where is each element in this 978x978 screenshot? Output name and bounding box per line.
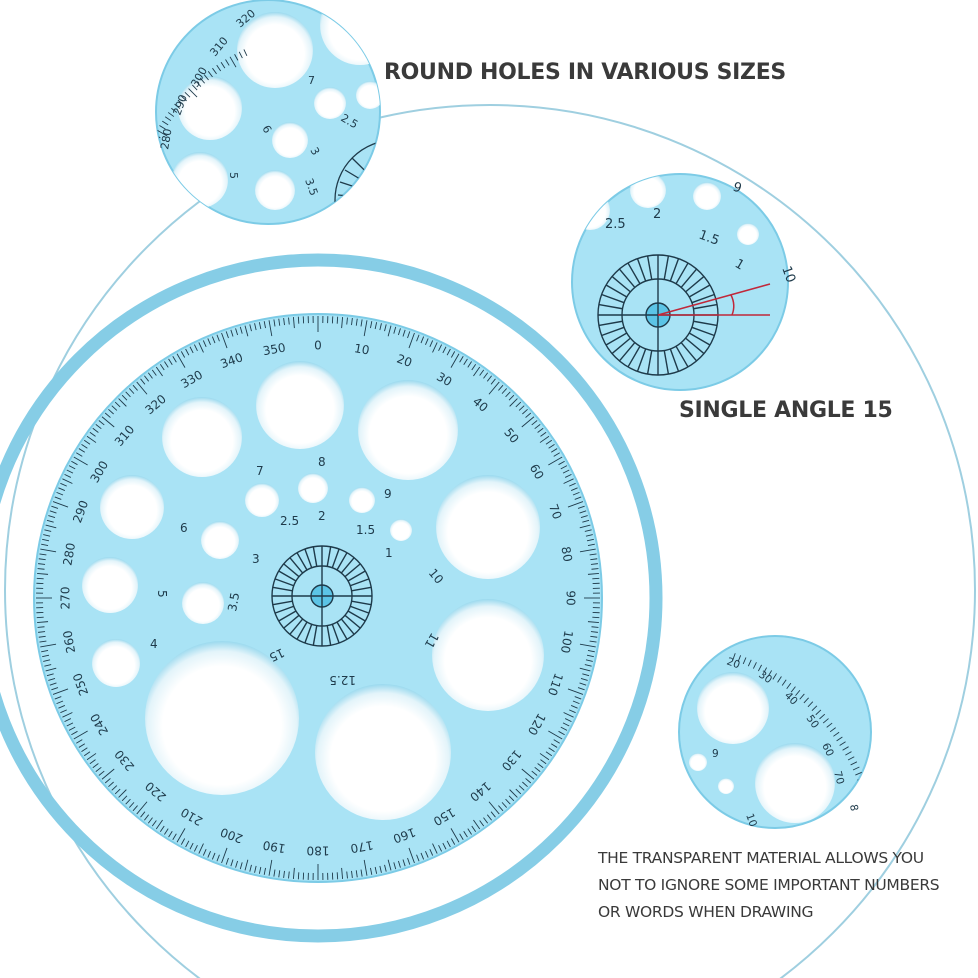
hole-label: 5 bbox=[155, 590, 169, 598]
inset-label: 1.5 bbox=[697, 228, 722, 249]
hole-label: 15 bbox=[267, 645, 287, 664]
inset-label: 3.5 bbox=[302, 177, 320, 198]
round-holes bbox=[82, 361, 544, 820]
hole-label: 3 bbox=[252, 552, 260, 566]
inset-label: 8 bbox=[847, 803, 860, 812]
caption-line: NOT TO IGNORE SOME IMPORTANT NUMBERS bbox=[598, 876, 940, 894]
hole-label: 7 bbox=[256, 464, 264, 478]
hole-label: 9 bbox=[384, 487, 392, 501]
angle-indicator bbox=[657, 283, 771, 316]
svg-text:20: 20 bbox=[395, 352, 414, 370]
inset-label: 2.5 bbox=[605, 217, 626, 232]
svg-text:170: 170 bbox=[349, 838, 374, 856]
svg-text:30: 30 bbox=[434, 369, 454, 389]
inset-label: 7 bbox=[308, 74, 315, 87]
svg-text:10: 10 bbox=[353, 341, 370, 357]
hole-label: 2.5 bbox=[280, 514, 299, 528]
inset-single-angle: 2.5 2 1.5 1 9 10 bbox=[571, 173, 798, 391]
hole-label: 6 bbox=[180, 521, 188, 535]
svg-text:60: 60 bbox=[527, 462, 547, 482]
hole-label: 1.5 bbox=[356, 523, 375, 537]
inset-transparent: 20 30 40 50 60 70 8 9 10 bbox=[678, 635, 872, 829]
hole-label: 2 bbox=[318, 509, 326, 523]
svg-text:80: 80 bbox=[558, 545, 574, 562]
angle-wheel bbox=[271, 545, 373, 647]
svg-text:270: 270 bbox=[59, 587, 73, 610]
hole-label: 8 bbox=[318, 455, 326, 469]
hole-label: 4 bbox=[150, 637, 158, 651]
inset-label: 280 bbox=[158, 128, 174, 151]
inset-label: 10 bbox=[743, 812, 759, 829]
inset-label: 2 bbox=[653, 207, 661, 222]
svg-text:0: 0 bbox=[314, 339, 322, 353]
hole-label: 12.5 bbox=[329, 673, 356, 687]
outer-ring bbox=[0, 253, 663, 943]
caption-line: THE TRANSPARENT MATERIAL ALLOWS YOU bbox=[598, 849, 924, 867]
svg-text:190: 190 bbox=[262, 838, 287, 856]
connector-arc bbox=[4, 104, 976, 978]
inset-label: 10 bbox=[778, 264, 798, 285]
svg-text:260: 260 bbox=[60, 629, 78, 654]
inset-label: 20 bbox=[725, 656, 742, 672]
hole-label: 3.5 bbox=[225, 591, 242, 612]
svg-text:350: 350 bbox=[262, 340, 287, 358]
inset-label: 60 bbox=[819, 741, 836, 758]
inset-round-holes: 280 290 300 310 320 7 6 5 3 3.5 2.5 bbox=[155, 0, 381, 225]
svg-text:90: 90 bbox=[564, 590, 578, 605]
degree-ticks bbox=[36, 316, 600, 880]
svg-text:70: 70 bbox=[546, 502, 564, 521]
hole-size-labels: 7 8 9 2.5 2 1.5 1 10 6 3 3.5 5 4 11 15 1… bbox=[150, 455, 446, 687]
svg-text:280: 280 bbox=[60, 542, 78, 567]
caption-line: OR WORDS WHEN DRAWING bbox=[598, 903, 814, 921]
inset-label: 70 bbox=[831, 770, 846, 786]
inset-label: 9 bbox=[712, 748, 719, 760]
caption-round-holes: ROUND HOLES IN VARIOUS SIZES bbox=[384, 60, 786, 85]
hole-label: 1 bbox=[385, 546, 393, 560]
svg-text:100: 100 bbox=[558, 629, 576, 654]
caption-single-angle: SINGLE ANGLE 15 bbox=[679, 398, 893, 423]
inset-label: 5 bbox=[227, 172, 240, 179]
hole-label: 11 bbox=[422, 631, 442, 651]
svg-text:180: 180 bbox=[307, 844, 330, 858]
caption-transparent-material: THE TRANSPARENT MATERIAL ALLOWS YOU NOT … bbox=[598, 845, 978, 926]
